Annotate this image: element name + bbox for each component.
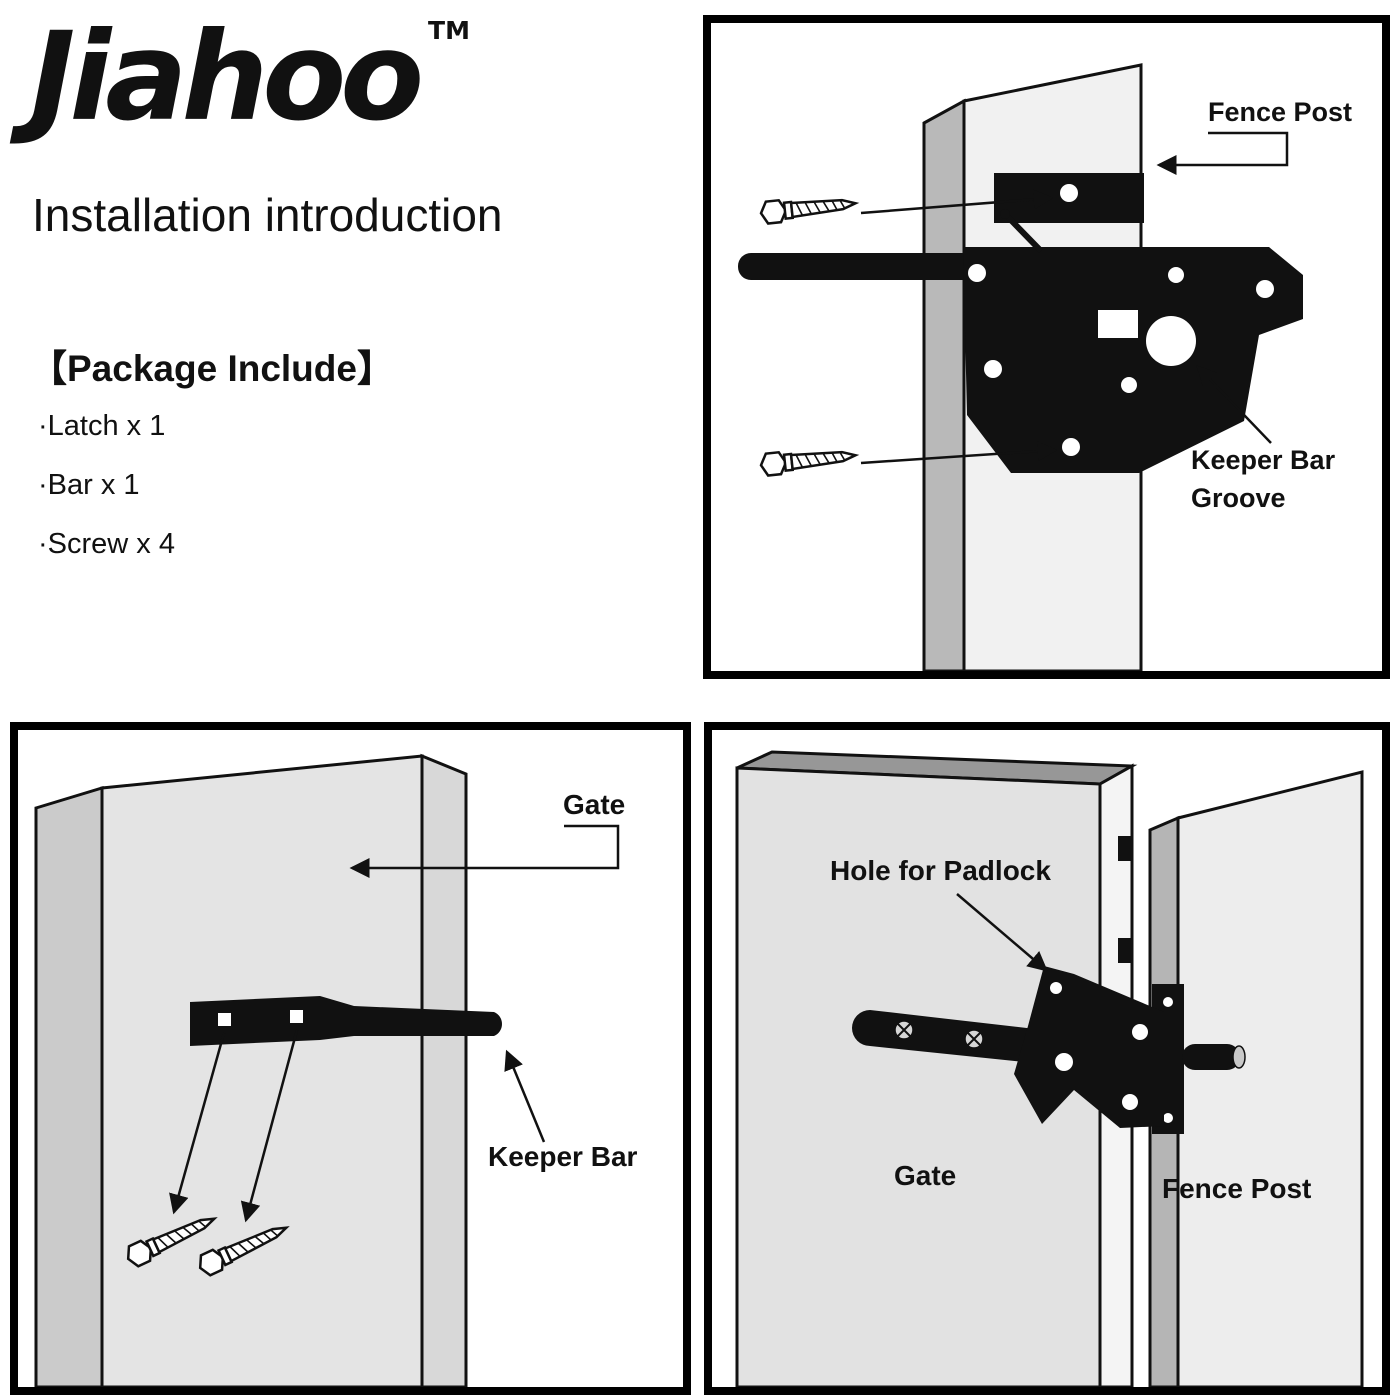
padlock-arrow (956, 893, 1048, 972)
fence-post-label: Fence Post (1162, 1173, 1311, 1204)
panel-latch-on-post: Fence Post Keeper Bar Groove (703, 15, 1390, 679)
screw-arrow (169, 1032, 226, 1215)
keeper-groove-label-line1: Keeper Bar (1191, 445, 1336, 475)
keeper-bar-label: Keeper Bar (488, 1141, 638, 1172)
screw-icon (758, 443, 858, 478)
gate-arrow (349, 824, 620, 878)
package-item-latch: ·Latch x 1 (38, 410, 166, 442)
gate-drawing (735, 750, 1138, 1387)
trademark-mark: TM (428, 16, 470, 45)
package-list: ·Latch x 1 ·Bar x 1 ·Screw x 4 (38, 410, 175, 587)
package-item-screw: ·Screw x 4 (38, 528, 175, 560)
fence-post-label: Fence Post (1208, 97, 1352, 127)
phillips-screw-icon (894, 1020, 914, 1040)
package-include-title: 【Package Include】 (30, 348, 394, 389)
panel-keeper-on-gate: Gate Keeper Bar (10, 722, 691, 1395)
screw-arrow (860, 441, 1058, 465)
assembled-illustration: Hole for Padlock Gate Fence Post (735, 750, 1364, 1387)
fence-post-arrow (1156, 131, 1289, 175)
latch-on-post-illustration: Fence Post Keeper Bar Groove (738, 63, 1352, 671)
gate-label: Gate (563, 789, 625, 820)
latch-drawing (852, 966, 1246, 1134)
package-item-bar: ·Bar x 1 (38, 469, 140, 501)
page-subtitle: Installation introduction (32, 189, 503, 241)
gate-label: Gate (894, 1160, 956, 1191)
keeper-bar-drawing (190, 996, 502, 1046)
keeper-on-gate-illustration: Gate Keeper Bar (34, 753, 638, 1387)
screw-arrow (240, 1029, 299, 1223)
panel-assembled: Hole for Padlock Gate Fence Post (704, 722, 1390, 1395)
keeper-groove-label-line2: Groove (1191, 483, 1286, 513)
phillips-screw-icon (964, 1029, 984, 1049)
screw-arrow (860, 189, 1054, 215)
gate-drawing (34, 753, 468, 1387)
hole-for-padlock-label: Hole for Padlock (830, 855, 1051, 886)
screw-icon (758, 191, 858, 226)
groove-arrow (1196, 365, 1272, 444)
brand-text: Jiahoo (30, 6, 424, 148)
keeper-bar-arrow (504, 1049, 546, 1143)
latch-drawing (738, 173, 1303, 473)
